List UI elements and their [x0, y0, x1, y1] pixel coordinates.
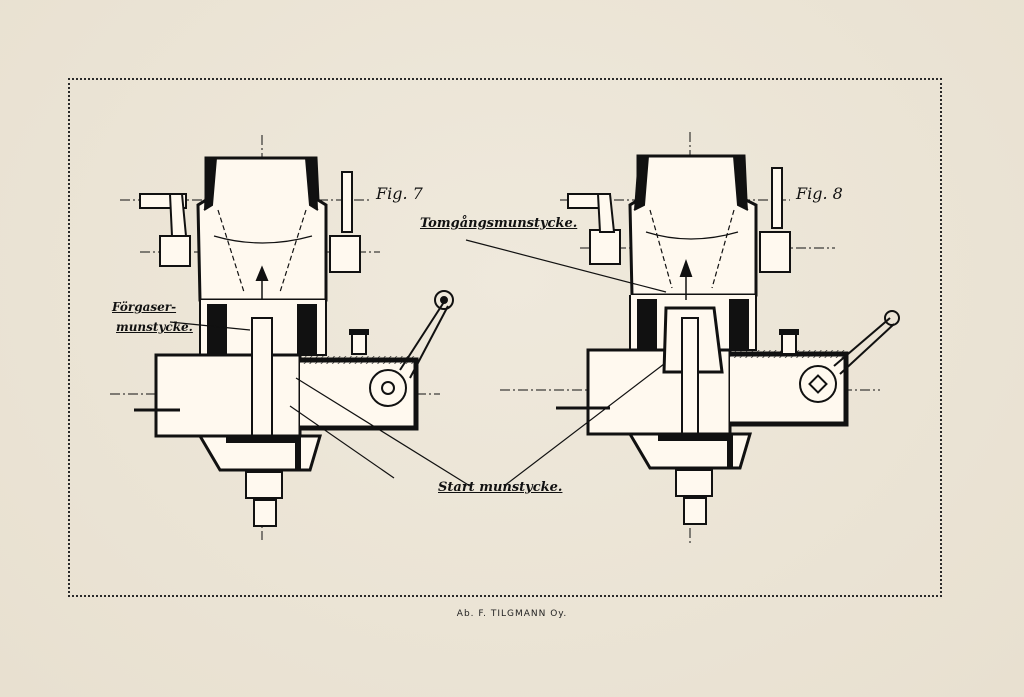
- forgaser-label-line2: munstycke.: [116, 320, 193, 334]
- forgaser-label-line1: Förgaser-: [112, 300, 177, 314]
- leader-tomgangs: [465, 239, 667, 293]
- carburetor-fig8: [500, 132, 900, 545]
- start-label: Start munstycke.: [438, 480, 563, 495]
- dotted-frame: [68, 78, 942, 597]
- publisher-credit: Ab. F. TILGMANN Oy.: [456, 609, 568, 619]
- leader-forgaser: [169, 321, 251, 331]
- tomgangs-label: Tomgångsmunstycke.: [420, 216, 578, 231]
- leader-start-left: [295, 377, 471, 487]
- leader-start-left2: [289, 405, 395, 479]
- leader-lines: [169, 239, 667, 487]
- fig8-label: Fig. 8: [796, 184, 843, 203]
- fig7-label: Fig. 7: [376, 184, 423, 203]
- carburetor-fig7: [110, 135, 454, 540]
- leader-start-right: [503, 363, 665, 487]
